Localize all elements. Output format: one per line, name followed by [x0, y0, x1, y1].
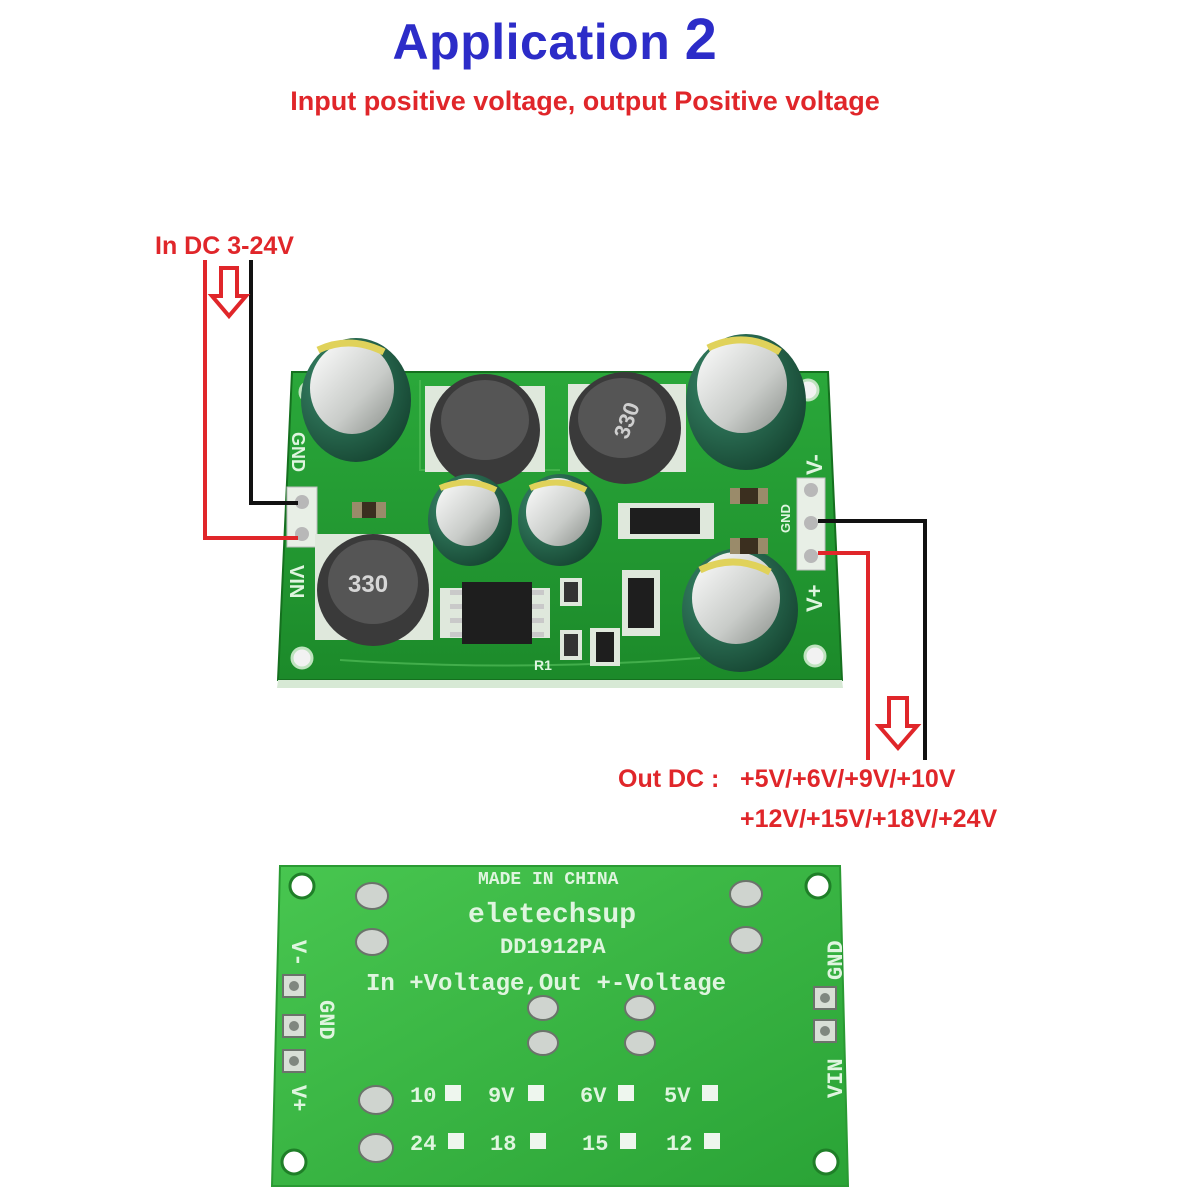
output-voltages-line1: +5V/+6V/+9V/+10V [740, 765, 956, 793]
title-text: Application [392, 14, 671, 70]
bottom-pin-label-gnd-right: GND [824, 940, 849, 980]
input-arrow-icon [207, 266, 251, 320]
output-voltages-line2: +12V/+15V/+18V/+24V [740, 805, 998, 833]
wiring [203, 260, 927, 760]
input-voltage-label: In DC 3-24V [155, 232, 294, 260]
inductor-marking-b: 330 [348, 571, 388, 598]
description-label: In +Voltage,Out +-Voltage [366, 971, 726, 998]
title-number: 2 [684, 7, 718, 72]
pin-label-vin-left: VIN [285, 565, 307, 598]
jumper-label: 18 [490, 1132, 516, 1157]
made-in-label: MADE IN CHINA [478, 870, 619, 890]
output-prefix-label: Out DC : [618, 765, 720, 793]
jumper-label: 5V [664, 1084, 691, 1109]
output-arrow-icon [874, 696, 922, 752]
bottom-pin-label-gnd-left: GND [313, 1000, 338, 1040]
jumper-label: 9V [488, 1084, 515, 1109]
brand-label: eletechsup [468, 900, 636, 931]
page-subtitle: Input positive voltage, output Positive … [290, 86, 880, 116]
jumper-label: 12 [666, 1132, 692, 1157]
bottom-pin-label-vin: VIN [824, 1058, 849, 1098]
pin-label-vminus-right: V- [802, 454, 827, 475]
pin-label-gnd-right: GND [778, 504, 793, 533]
top-board: GND VIN V- GND V+ 330 330 [276, 334, 844, 688]
jumper-label: 15 [582, 1132, 608, 1157]
pin-label-gnd-left: GND [288, 432, 308, 472]
bottom-pin-label-vplus: V+ [285, 1085, 310, 1111]
model-label: DD1912PA [500, 935, 606, 960]
page-title: Application 2 [0, 6, 1110, 73]
jumper-label: 24 [410, 1132, 436, 1157]
resistor-label-r1: R1 [534, 657, 552, 673]
jumper-label: 10 [410, 1084, 436, 1109]
pin-label-vplus-right: V+ [802, 584, 827, 612]
bottom-pin-label-vminus: V- [285, 940, 310, 966]
jumper-label: 6V [580, 1084, 607, 1109]
bottom-board: MADE IN CHINA eletechsup DD1912PA In +Vo… [270, 865, 850, 1187]
